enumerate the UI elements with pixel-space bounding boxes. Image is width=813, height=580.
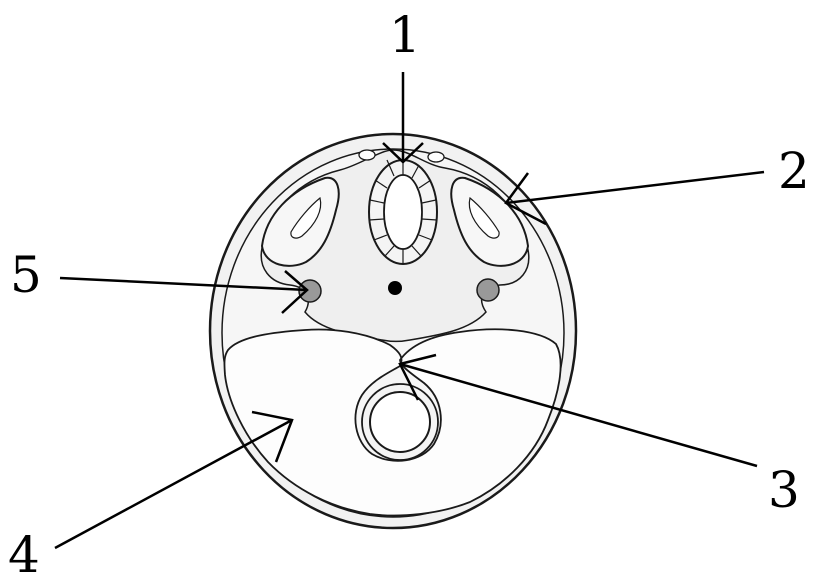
label-2-text: 2 bbox=[778, 142, 810, 200]
top-right-oval bbox=[428, 152, 444, 162]
label-2: 2 bbox=[506, 142, 810, 224]
cross-section bbox=[210, 134, 576, 528]
arrow-4-shaft bbox=[55, 420, 292, 548]
arrow-2-shaft bbox=[506, 172, 764, 203]
gut-lumen bbox=[370, 392, 430, 452]
label-4-text: 4 bbox=[8, 526, 40, 580]
label-1-text: 1 bbox=[389, 6, 421, 64]
label-5-text: 5 bbox=[10, 246, 42, 304]
neural-tube bbox=[369, 160, 437, 264]
label-3-text: 3 bbox=[768, 461, 800, 519]
top-left-oval bbox=[359, 150, 375, 160]
neural-canal bbox=[384, 175, 422, 249]
notochord bbox=[388, 281, 402, 295]
right-vessel bbox=[477, 279, 499, 301]
